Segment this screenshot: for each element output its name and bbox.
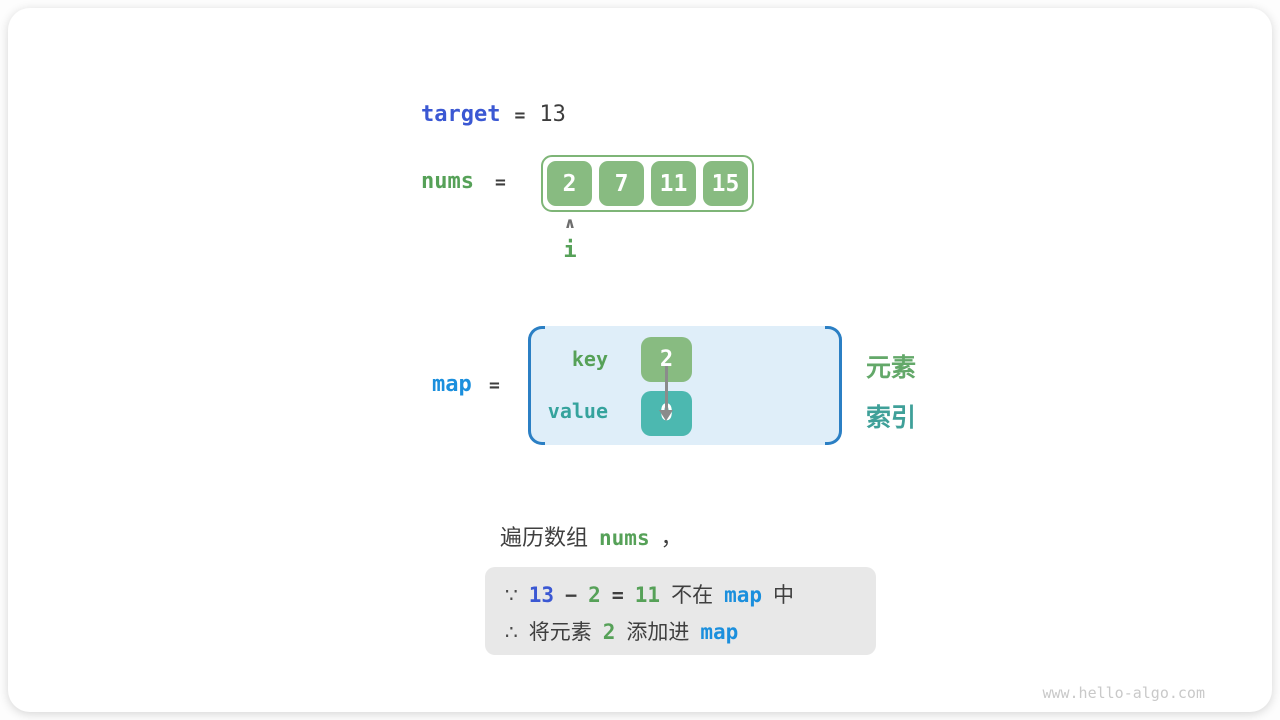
equals-sign: = (495, 172, 506, 193)
index-label: 索引 (866, 404, 917, 432)
map-box: key value 2 0 (528, 326, 842, 445)
caption-nums-code: nums (599, 526, 650, 550)
key-to-value-arrow-icon (665, 366, 668, 410)
target-number: 13 (528, 583, 555, 607)
figure-card: target = 13 nums = 2 7 11 15 ∧ i map = k… (8, 8, 1272, 712)
note-text: 中 (773, 584, 795, 607)
therefore-symbol: ∴ (505, 622, 518, 644)
element-number: 2 (602, 620, 616, 644)
map-code: map (724, 583, 763, 607)
difference-number: 11 (634, 583, 661, 607)
minus-sign: − (565, 583, 578, 607)
right-bracket-icon (825, 326, 842, 445)
array-cell: 11 (651, 161, 696, 206)
note-line-1: ∵ 13 − 2 = 11 不在 map 中 (505, 579, 876, 616)
pointer-caret-icon: ∧ (563, 215, 577, 232)
equals-sign: = (514, 105, 526, 126)
watermark: www.hello-algo.com (1042, 684, 1205, 702)
note-line-2: ∴ 将元素 2 添加进 map (505, 616, 876, 653)
array-cell: 15 (703, 161, 748, 206)
pointer-index-label: i (563, 238, 577, 263)
key-to-value-arrowhead-icon (659, 410, 673, 421)
equals-sign: = (489, 375, 500, 396)
note-text: 添加进 (626, 621, 690, 644)
key-label: key (571, 347, 608, 371)
equals-sign: = (611, 583, 624, 607)
target-value: 13 (539, 102, 566, 127)
caption-text: 遍历数组 (500, 525, 589, 550)
element-number: 2 (588, 583, 601, 607)
note-text: 不在 (671, 584, 714, 607)
nums-keyword: nums (421, 169, 474, 194)
caption-comma: ， (660, 525, 683, 550)
note-box: ∵ 13 − 2 = 11 不在 map 中 ∴ 将元素 2 添加进 map (485, 567, 876, 655)
nums-array: 2 7 11 15 (541, 155, 754, 212)
map-code: map (700, 620, 739, 644)
target-line: target = 13 (421, 102, 566, 127)
because-symbol: ∵ (505, 585, 518, 607)
element-label: 元素 (866, 354, 917, 382)
array-cell: 7 (599, 161, 644, 206)
value-label: value (547, 399, 608, 423)
caption: 遍历数组 nums ， (500, 520, 683, 552)
array-cell: 2 (547, 161, 592, 206)
note-text: 将元素 (528, 621, 592, 644)
left-bracket-icon (528, 326, 545, 445)
target-keyword: target (421, 102, 501, 127)
map-keyword: map (432, 372, 472, 397)
